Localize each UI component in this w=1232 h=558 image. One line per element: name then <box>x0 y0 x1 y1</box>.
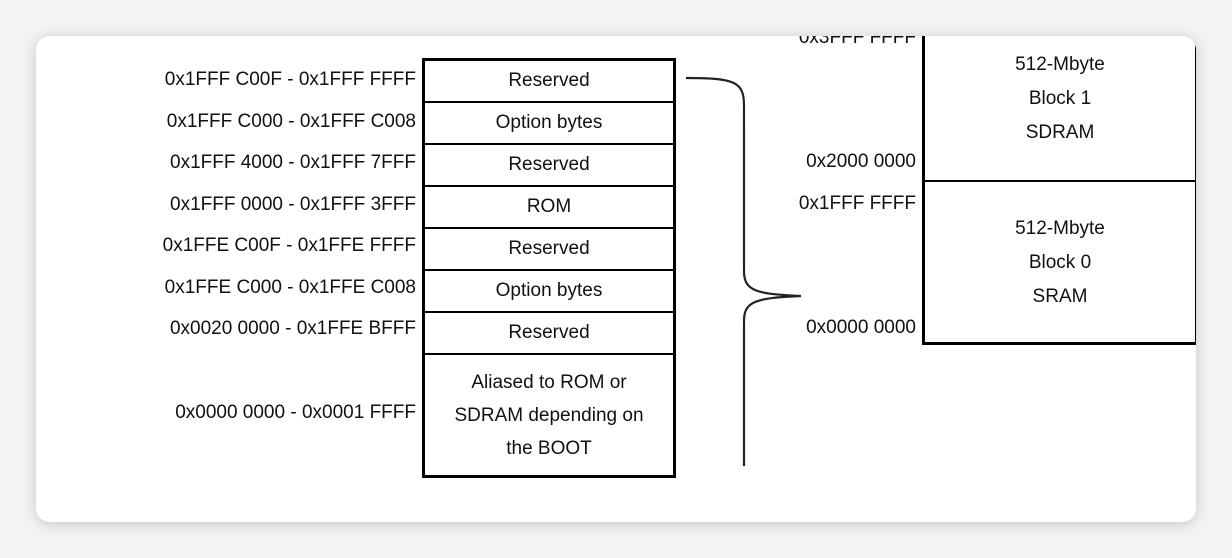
map-row-rom: ROM <box>425 187 673 229</box>
block-1-line: 512-Mbyte <box>1015 54 1105 75</box>
block0-top-address: 0x1FFF FFFF <box>798 193 916 214</box>
address-range-label: 0x0020 0000 - 0x1FFE BFFF <box>169 318 416 339</box>
curly-brace-icon <box>685 76 802 466</box>
map-row-reserved: Reserved <box>425 61 673 103</box>
memory-map-table: Reserved Option bytes Reserved ROM Reser… <box>422 58 676 478</box>
address-range-label: 0x1FFF C00F - 0x1FFF FFFF <box>164 69 416 90</box>
map-row-reserved: Reserved <box>425 229 673 271</box>
map-row-reserved: Reserved <box>425 313 673 355</box>
memory-blocks-table: 512-Mbyte Block 1 SDRAM 512-Mbyte Block … <box>922 36 1196 345</box>
address-range-label: 0x0000 0000 - 0x0001 FFFF <box>175 402 416 423</box>
address-range-label: 0x1FFF 0000 - 0x1FFF 3FFF <box>170 194 416 215</box>
block-0: 512-Mbyte Block 0 SRAM <box>925 212 1195 314</box>
address-range-label: 0x1FFF 4000 - 0x1FFF 7FFF <box>170 152 416 173</box>
map-row-aliased: Aliased to ROM or SDRAM depending on the… <box>425 355 673 475</box>
map-row-option-bytes: Option bytes <box>425 271 673 313</box>
block1-top-address: 0x3FFF FFFF <box>798 36 916 48</box>
address-range-label: 0x1FFF C000 - 0x1FFF C008 <box>166 111 416 132</box>
address-range-label: 0x1FFE C00F - 0x1FFE FFFF <box>162 235 416 256</box>
block-divider <box>925 180 1195 182</box>
block-0-line: Block 0 <box>1028 252 1092 273</box>
memory-map-diagram: 0x1FFF C00F - 0x1FFF FFFF 0x1FFF C000 - … <box>36 36 1196 522</box>
map-row-option-bytes: Option bytes <box>425 103 673 145</box>
block-1-line: Block 1 <box>1028 88 1092 109</box>
aliased-line: SDRAM depending on <box>454 404 644 426</box>
block-1: 512-Mbyte Block 1 SDRAM <box>925 48 1195 150</box>
block-0-line: SRAM <box>1032 286 1088 307</box>
address-range-label: 0x1FFE C000 - 0x1FFE C008 <box>164 277 416 298</box>
block1-bottom-address: 0x2000 0000 <box>806 151 916 172</box>
block0-bottom-address: 0x0000 0000 <box>806 317 916 338</box>
aliased-line: the BOOT <box>506 437 592 459</box>
aliased-line: Aliased to ROM or <box>471 371 627 393</box>
block-1-line: SDRAM <box>1025 122 1095 143</box>
block-0-line: 512-Mbyte <box>1015 218 1105 239</box>
map-row-reserved: Reserved <box>425 145 673 187</box>
